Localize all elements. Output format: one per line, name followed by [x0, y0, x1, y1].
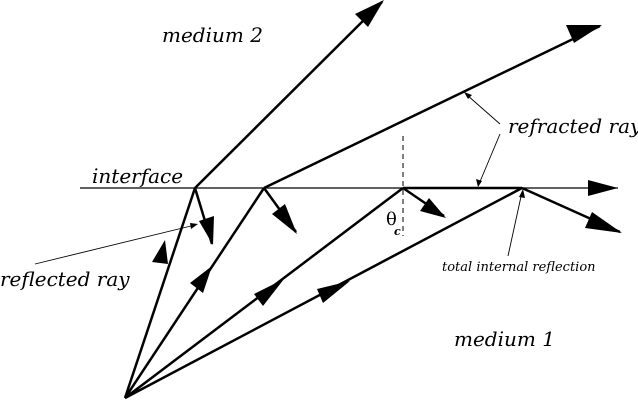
reflected-ray-label: reflected ray: [0, 267, 130, 291]
incident-ray-2: [123, 187, 266, 399]
incident-ray-1: [123, 187, 197, 399]
leader-arrowhead-refracted-upper: [464, 92, 472, 99]
critical-angle-subscript: c: [394, 225, 401, 238]
leader-arrowhead-reflected: [190, 223, 198, 229]
leader-reflected: [34, 224, 196, 265]
critical-angle-theta: θ: [386, 209, 397, 230]
refracted-ray-label: refracted ray: [508, 114, 638, 138]
refracted-ray-1: [194, 1, 383, 189]
leader-refracted-lower: [478, 133, 501, 185]
medium-1-label: medium 1: [454, 327, 555, 351]
refracted-ray-arrowheads: [355, 0, 602, 43]
refracted-arrowhead-1: [355, 0, 384, 27]
refracted-ray-2: [263, 24, 601, 190]
total-internal-reflection-label: total internal reflection: [442, 260, 596, 275]
interface-arrowhead: [588, 180, 618, 196]
incident-arrowhead-4: [317, 281, 350, 303]
reflected-arrowhead-2: [272, 204, 297, 234]
leader-lines: [34, 94, 523, 265]
reflected-arrowhead-1: [199, 216, 214, 245]
refracted-rays: [194, 1, 601, 190]
incident-ray-arrowheads: [152, 240, 350, 306]
reflected-ray-arrowheads: [199, 198, 622, 245]
reflected-arrowhead-4: [585, 212, 622, 233]
reflected-arrowhead-3: [420, 198, 446, 218]
leader-tir: [507, 191, 523, 257]
leader-arrowhead-refracted-lower: [476, 179, 482, 187]
incident-arrowhead-3: [254, 279, 284, 306]
leader-arrowhead-tir: [519, 189, 525, 198]
medium-2-label: medium 2: [162, 23, 263, 47]
incident-arrowhead-1: [152, 240, 168, 264]
incident-arrowhead-2: [190, 266, 212, 293]
interface-label: interface: [92, 164, 183, 188]
leader-arrowheads: [190, 92, 525, 229]
refracted-arrowhead-2: [566, 25, 602, 43]
leader-refracted-upper: [466, 94, 501, 125]
